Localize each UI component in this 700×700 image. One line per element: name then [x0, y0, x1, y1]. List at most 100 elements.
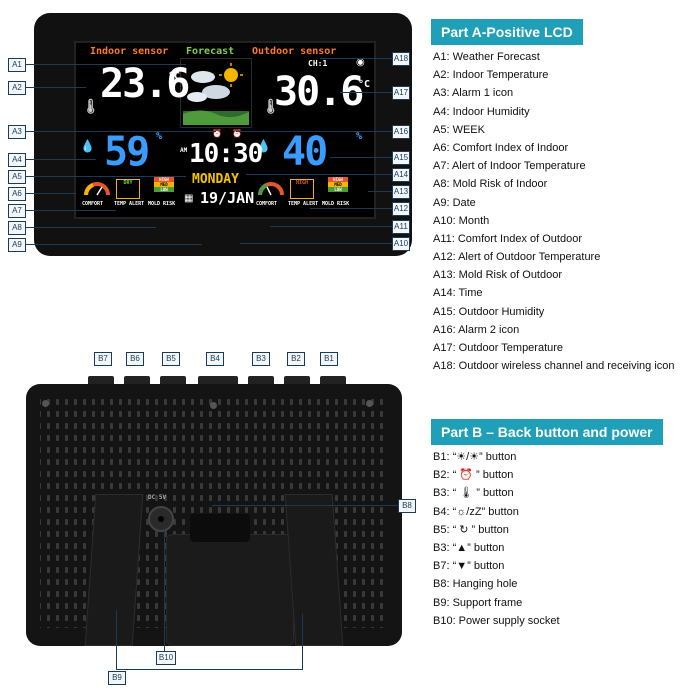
callout-a14: A14	[392, 168, 410, 182]
callout-b4: B4	[206, 352, 224, 366]
callout-a3: A3	[8, 125, 26, 139]
alarm-2-icon: ⏰	[232, 129, 242, 138]
indoor-mold-risk-label: MOLD RISK	[148, 201, 176, 207]
legend-item: A10: Month	[433, 214, 490, 227]
outdoor-humidity-icon: 💧	[256, 139, 271, 153]
callout-b7: B7	[94, 352, 112, 366]
legend-item: B3: “▲” button	[433, 541, 505, 554]
button-b5[interactable]	[160, 376, 186, 386]
callout-a4: A4	[8, 153, 26, 167]
screw-icon	[42, 400, 49, 407]
leader-line	[116, 610, 117, 670]
callout-a15: A15	[392, 151, 410, 165]
legend-item: A3: Alarm 1 icon	[433, 87, 514, 100]
am-label: AM	[180, 147, 188, 154]
outdoor-title: Outdoor sensor	[252, 46, 337, 57]
leader-line	[310, 208, 392, 209]
date: 19/JAN	[200, 189, 255, 207]
indoor-temperature: 23.6	[100, 61, 190, 107]
callout-b6: B6	[126, 352, 144, 366]
outdoor-humidity-unit: %	[356, 131, 363, 142]
legend-item: A16: Alarm 2 icon	[433, 323, 520, 336]
leader-line	[340, 92, 392, 93]
indoor-humidity-icon: 💧	[80, 139, 95, 153]
legend-item: B8: Hanging hole	[433, 578, 518, 591]
screw-icon	[210, 402, 217, 409]
callout-a2: A2	[8, 81, 26, 95]
button-b7[interactable]	[88, 376, 114, 386]
legend-item: A2: Indoor Temperature	[433, 69, 549, 82]
legend-item: A6: Comfort Index of Indoor	[433, 141, 569, 154]
button-b4[interactable]	[198, 376, 238, 386]
legend-item: A8: Mold Risk of Indoor	[433, 178, 548, 191]
back-device: DC 5V	[26, 384, 402, 646]
power-socket[interactable]	[148, 506, 174, 532]
weekday: MONDAY	[192, 172, 239, 187]
callout-b10: B10	[156, 651, 176, 665]
legend-item: A15: Outdoor Humidity	[433, 305, 545, 318]
outdoor-channel: CH:1	[308, 59, 328, 68]
indoor-humidity: 59	[104, 129, 150, 175]
button-b3[interactable]	[248, 376, 274, 386]
leader-line	[368, 191, 392, 192]
leader-line	[26, 176, 186, 177]
leader-line	[26, 87, 86, 88]
leader-line	[26, 244, 202, 245]
hanging-hole	[190, 514, 250, 542]
indoor-title: Indoor sensor	[90, 46, 169, 57]
indoor-temp-alert-label: TEMP ALERT	[114, 201, 145, 207]
legend-item: B2: “ ⏰ ” button	[433, 469, 514, 482]
legend-item: A4: Indoor Humidity	[433, 105, 530, 118]
indoor-temp-icon: 🌡	[82, 99, 100, 115]
callout-a17: A17	[392, 86, 410, 100]
legend-item: B7: “▼” button	[433, 560, 505, 573]
leader-line	[26, 193, 76, 194]
outdoor-temp-alert-box: HIGH	[290, 179, 314, 199]
legend-item: B10: Power supply socket	[433, 614, 560, 627]
callout-a5: A5	[8, 170, 26, 184]
callout-a16: A16	[392, 125, 410, 139]
dc-label: DC 5V	[148, 494, 167, 501]
outdoor-temp-alert-label: TEMP ALERT	[288, 201, 319, 207]
callout-a9: A9	[8, 238, 26, 252]
legend-item: B9: Support frame	[433, 596, 523, 609]
legend-item: A14: Time	[433, 287, 483, 300]
legend-item: A1: Weather Forecast	[433, 51, 540, 63]
front-device: Indoor sensor Forecast Outdoor sensor 🌡 …	[34, 13, 412, 256]
legend-item: A12: Alert of Outdoor Temperature	[433, 251, 601, 264]
legend-item: A7: Alert of Indoor Temperature	[433, 160, 586, 173]
outdoor-comfort-label: COMFORT	[256, 201, 278, 207]
callout-a13: A13	[392, 185, 410, 199]
button-b2[interactable]	[284, 376, 310, 386]
button-b1[interactable]	[320, 376, 346, 386]
indoor-temp-alert-box: DRY	[116, 179, 140, 199]
alarm-1-icon: ⏰	[212, 129, 222, 138]
battery-cover	[166, 534, 294, 646]
mold-level-low: LOW	[328, 187, 348, 192]
indoor-mold-levels: HIGH MED LOW	[154, 177, 174, 192]
leader-line	[240, 243, 392, 244]
leader-line	[26, 159, 96, 160]
callout-b1: B1	[320, 352, 338, 366]
leader-line	[26, 131, 216, 132]
legend-item: A13: Mold Risk of Outdoor	[433, 269, 563, 282]
callout-a12: A12	[392, 202, 410, 216]
outdoor-alert-value: HIGH	[295, 180, 309, 186]
mold-level-high: HIGH	[154, 177, 174, 182]
button-b6[interactable]	[124, 376, 150, 386]
mold-level-high: HIGH	[328, 177, 348, 182]
leader-line	[164, 530, 165, 651]
part-b-title: Part B – Back button and power	[431, 419, 663, 445]
forecast-title: Forecast	[186, 46, 235, 57]
outdoor-mold-levels: HIGH MED LOW	[328, 177, 348, 192]
legend-item: A17: Outdoor Temperature	[433, 342, 564, 354]
leader-line	[212, 505, 398, 506]
indoor-temp-unit: °C	[168, 71, 181, 82]
calendar-icon: ▦	[184, 193, 194, 204]
leader-line	[330, 157, 392, 158]
callout-a10: A10	[392, 237, 410, 251]
mold-level-med: MED	[154, 182, 174, 187]
callout-b9: B9	[108, 671, 126, 685]
